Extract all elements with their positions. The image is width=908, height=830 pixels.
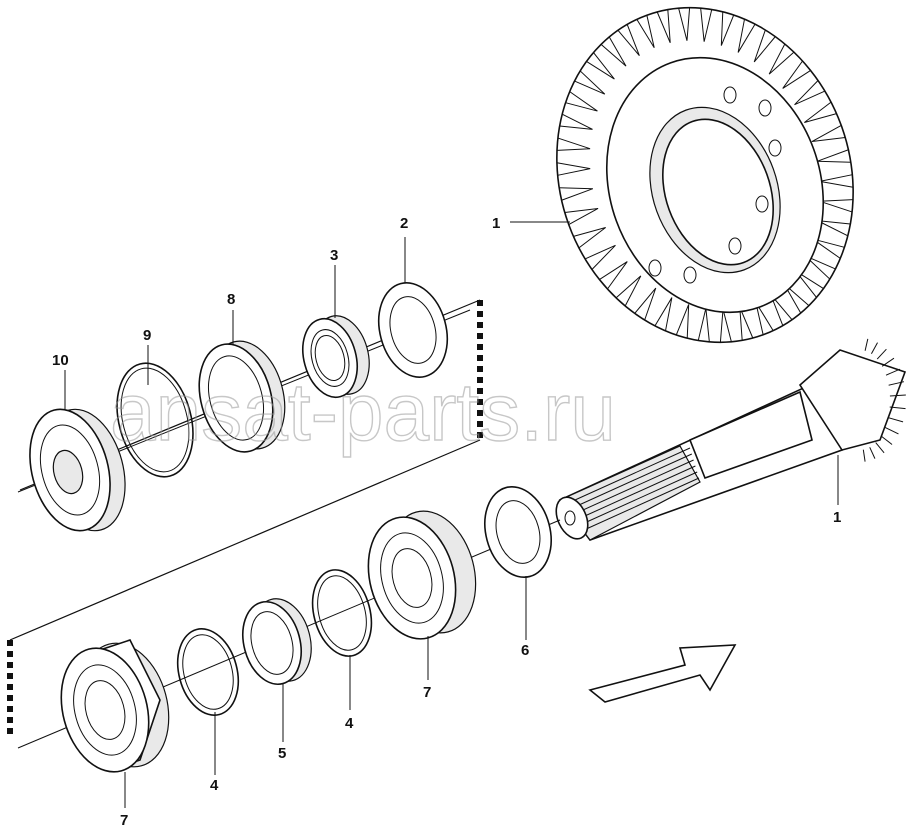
callout-1-pinion: 1 xyxy=(833,509,841,526)
gear-tooth xyxy=(811,124,846,143)
gear-tooth xyxy=(574,70,606,95)
gear-tooth xyxy=(586,52,615,80)
part-4-ring-upper xyxy=(311,569,373,657)
callout-4-upper: 4 xyxy=(345,715,354,732)
pinion-tooth xyxy=(888,381,905,386)
callout-2: 2 xyxy=(400,215,408,232)
callout-6: 6 xyxy=(521,642,529,659)
spline-line xyxy=(578,459,694,513)
gear-tooth xyxy=(584,244,616,270)
gear-tooth xyxy=(556,162,591,176)
pinion-shaft xyxy=(555,338,907,541)
gear-tooth xyxy=(768,43,795,75)
callout-10: 10 xyxy=(52,352,69,369)
gear-tooth xyxy=(573,226,606,249)
gear-tooth xyxy=(559,187,594,201)
part-7-bearing-lower xyxy=(60,639,170,773)
gear-tooth xyxy=(600,36,627,67)
gear-tooth xyxy=(599,261,628,290)
spline-line xyxy=(581,471,698,525)
spline-line xyxy=(583,477,700,531)
callout-8: 8 xyxy=(227,291,235,308)
pinion-tooth xyxy=(869,447,876,459)
shaft-splines xyxy=(574,447,700,531)
gear-tooth xyxy=(559,113,593,130)
pinion-tooth xyxy=(887,417,904,423)
gear-tooth xyxy=(656,9,671,43)
pinion-tooth xyxy=(884,426,899,435)
callouts: 1 1 2 3 4 4 5 6 7 7 8 9 10 xyxy=(52,215,841,829)
part-9-o-ring xyxy=(116,362,194,478)
gear-tooth xyxy=(720,11,735,46)
spline-line xyxy=(576,453,693,507)
gear-tooth xyxy=(782,60,811,89)
pinion-tooth xyxy=(885,368,901,376)
gear-tooth xyxy=(700,8,713,42)
part-8-race xyxy=(198,340,286,453)
leader-lines xyxy=(64,221,839,808)
assembly-direction-arrow-icon xyxy=(588,644,737,703)
gear-tooth xyxy=(556,137,591,151)
pinion-tooth xyxy=(889,394,906,397)
gear-tooth xyxy=(654,297,673,331)
callout-7-lower: 7 xyxy=(120,812,128,829)
part-10-flange xyxy=(29,408,126,532)
gear-tooth xyxy=(636,15,655,49)
pinion-teeth xyxy=(862,338,906,462)
part-3-nut xyxy=(302,315,370,399)
spline-line xyxy=(574,447,691,501)
pinion-tooth xyxy=(864,338,869,351)
gear-tooth xyxy=(804,101,837,124)
spline-line xyxy=(580,465,696,519)
part-5-race xyxy=(242,598,312,686)
pinion-tooth xyxy=(881,357,895,367)
ring-gear xyxy=(556,6,854,344)
pinion-tooth xyxy=(876,348,887,360)
gear-tooth xyxy=(565,91,598,112)
callout-5: 5 xyxy=(278,745,286,762)
gear-tooth xyxy=(737,19,756,53)
pinion-tooth xyxy=(875,442,885,454)
gear-tooth xyxy=(564,207,599,226)
pinion-tooth xyxy=(870,342,878,355)
callout-7-upper: 7 xyxy=(423,684,431,701)
gear-tooth xyxy=(675,304,690,339)
gear-tooth xyxy=(617,24,640,56)
callout-1-gear: 1 xyxy=(492,215,500,232)
pinion-tooth xyxy=(889,406,906,410)
callout-4-lower: 4 xyxy=(210,777,219,794)
pinion-tooth xyxy=(880,435,893,445)
pinion-tooth xyxy=(862,449,866,462)
callout-9: 9 xyxy=(143,327,151,344)
gear-tooth xyxy=(615,275,642,307)
callout-3: 3 xyxy=(330,247,338,264)
ring-gear-bolt-holes xyxy=(648,86,782,284)
part-7-bearing-upper xyxy=(367,510,477,640)
gear-tooth xyxy=(753,29,776,63)
gear-tooth xyxy=(634,287,657,321)
part-2-washer xyxy=(377,282,449,378)
gear-tooth xyxy=(794,80,826,106)
watermark-text: ansat-parts.ru xyxy=(110,367,616,458)
part-4-ring-lower xyxy=(176,628,240,716)
gear-tooth xyxy=(678,7,691,41)
part-6-shim xyxy=(484,486,552,578)
